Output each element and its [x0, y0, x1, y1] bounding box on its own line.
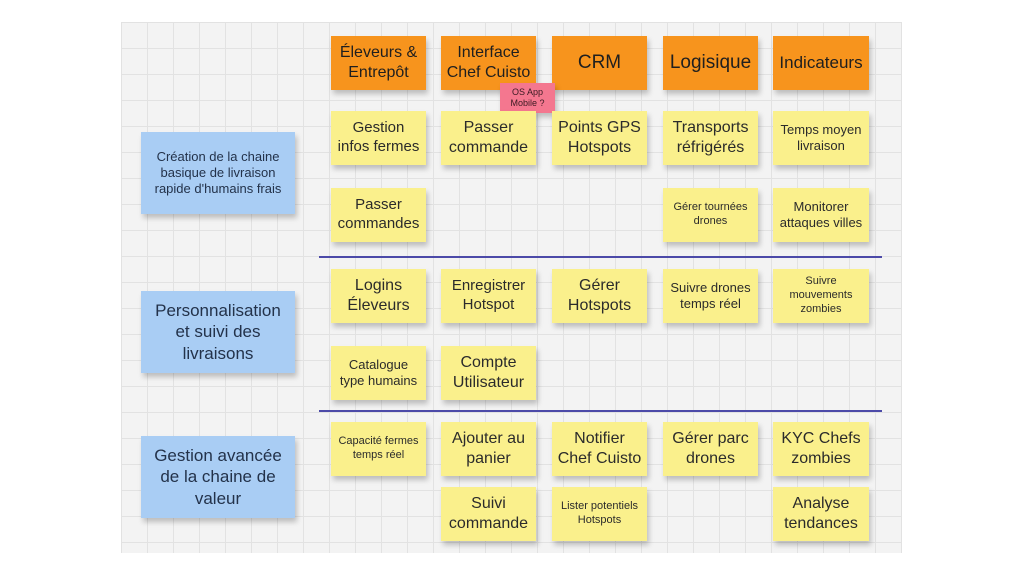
card-suivi-commande[interactable]: Suivi commande [441, 487, 536, 541]
card-suivre-drones-temps-reel[interactable]: Suivre drones temps réel [663, 269, 758, 323]
card-enregistrer-hotspot[interactable]: Enregistrer Hotspot [441, 269, 536, 323]
card-lister-potentiels-hotspots[interactable]: Lister potentiels Hotspots [552, 487, 647, 541]
card-gerer-tournees-drones[interactable]: Gérer tournées drones [663, 188, 758, 242]
card-passer-commandes[interactable]: Passer commandes [331, 188, 426, 242]
card-ajouter-au-panier[interactable]: Ajouter au panier [441, 422, 536, 476]
card-kyc-chefs-zombies[interactable]: KYC Chefs zombies [773, 422, 869, 476]
row-label-gestion-avancee[interactable]: Gestion avancée de la chaine de valeur [141, 436, 295, 518]
header-interface-chef-cuisto[interactable]: Interface Chef Cuisto [441, 36, 536, 90]
swimlane-divider [319, 256, 882, 258]
card-gerer-parc-drones[interactable]: Gérer parc drones [663, 422, 758, 476]
header-crm[interactable]: CRM [552, 36, 647, 90]
card-capacite-fermes-temps-reel[interactable]: Capacité fermes temps réel [331, 422, 426, 476]
header-indicateurs[interactable]: Indicateurs [773, 36, 869, 90]
card-transports-refrigeres[interactable]: Transports réfrigérés [663, 111, 758, 165]
card-passer-commande[interactable]: Passer commande [441, 111, 536, 165]
card-logins-eleveurs[interactable]: Logins Éleveurs [331, 269, 426, 323]
row-label-personnalisation[interactable]: Personnalisation et suivi des livraisons [141, 291, 295, 373]
card-compte-utilisateur[interactable]: Compte Utilisateur [441, 346, 536, 400]
card-suivre-mouvements-zombies[interactable]: Suivre mouvements zombies [773, 269, 869, 323]
card-points-gps-hotspots[interactable]: Points GPS Hotspots [552, 111, 647, 165]
card-temps-moyen-livraison[interactable]: Temps moyen livraison [773, 111, 869, 165]
card-monitorer-attaques-villes[interactable]: Monitorer attaques villes [773, 188, 869, 242]
comment-os-app-mobile[interactable]: OS App Mobile ? [500, 83, 555, 113]
header-eleveurs-entrepot[interactable]: Éleveurs & Entrepôt [331, 36, 426, 90]
card-notifier-chef-cuisto[interactable]: Notifier Chef Cuisto [552, 422, 647, 476]
story-map-board: Éleveurs & Entrepôt Interface Chef Cuist… [121, 22, 902, 553]
card-gestion-infos-fermes[interactable]: Gestion infos fermes [331, 111, 426, 165]
header-logisique[interactable]: Logisique [663, 36, 758, 90]
card-catalogue-type-humains[interactable]: Catalogue type humains [331, 346, 426, 400]
card-analyse-tendances[interactable]: Analyse tendances [773, 487, 869, 541]
swimlane-divider [319, 410, 882, 412]
row-label-creation-chaine[interactable]: Création de la chaine basique de livrais… [141, 132, 295, 214]
card-gerer-hotspots[interactable]: Gérer Hotspots [552, 269, 647, 323]
